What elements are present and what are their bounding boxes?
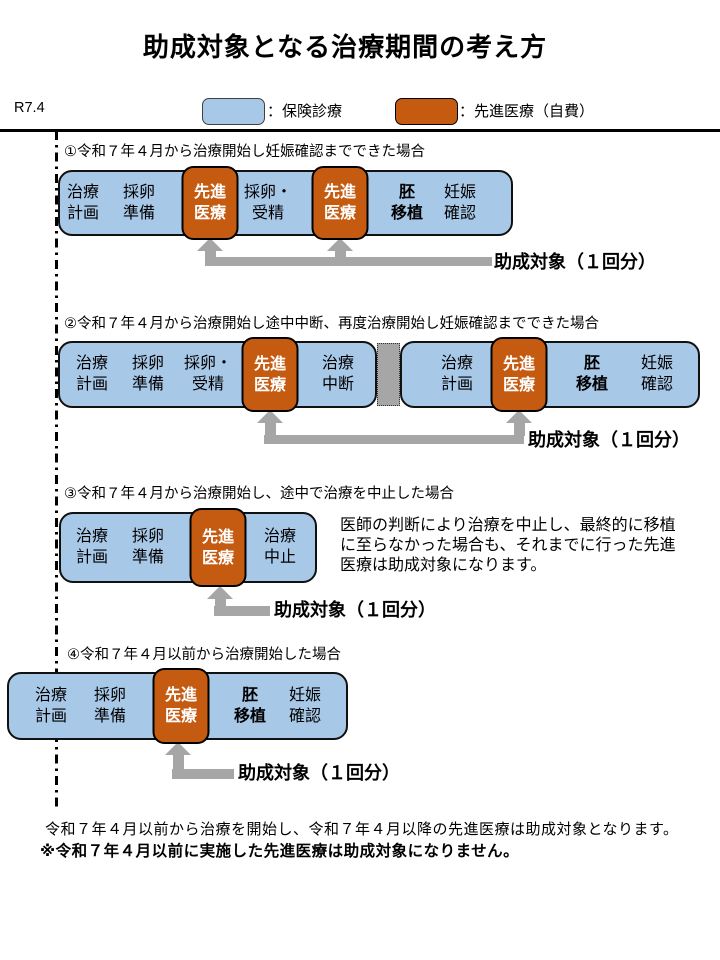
advanced-care-cell: 先進 医療 (490, 337, 548, 412)
subsidy-bar (205, 257, 492, 266)
subsidy-label: 助成対象（１回分） (528, 430, 690, 450)
case1-treatment-box (58, 170, 513, 236)
case2-treatment-box-1 (58, 341, 377, 408)
case2-treatment-box-2 (400, 341, 700, 408)
footer-note-1: 令和７年４月以前から治療を開始し、令和７年４月以降の先進医療は助成対象となります… (45, 821, 679, 838)
case1-label: ①令和７年４月から治療開始し妊娠確認までできた場合 (64, 144, 425, 160)
period-start-dashline (55, 131, 58, 810)
page-title: 助成対象となる治療期間の考え方 (142, 32, 548, 62)
advanced-care-cell: 先進 医療 (311, 166, 369, 240)
subsidy-arrow-icon (327, 238, 353, 258)
subsidy-arrow-icon (257, 410, 283, 436)
stage-cell: 治療 中止 (263, 528, 297, 566)
stage-cell: 妊娠 確認 (443, 184, 477, 222)
subsidy-bar (172, 769, 234, 779)
interruption-gap (377, 343, 400, 406)
stage-cell: 採卵 準備 (93, 687, 127, 725)
subsidy-arrow-icon (506, 410, 532, 436)
stage-cell: 胚 移植 (390, 184, 424, 222)
stage-cell: 採卵 準備 (122, 184, 156, 222)
stage-cell: 胚 移植 (575, 355, 609, 393)
subsidy-bar (264, 435, 524, 444)
version-label: R7.4 (14, 100, 45, 116)
subsidy-bar (214, 606, 270, 616)
stage-cell: 治療 計画 (440, 355, 474, 393)
footer-note-2: ※令和７年４月以前に実施した先進医療は助成対象になりません。 (40, 843, 520, 860)
stage-cell: 採卵・ 受精 (183, 355, 233, 393)
stage-cell: 妊娠 確認 (640, 355, 674, 393)
stage-cell: 治療 計画 (75, 355, 109, 393)
stage-cell: 妊娠 確認 (288, 687, 322, 725)
header-divider (0, 129, 720, 132)
advanced-care-cell: 先進 医療 (241, 337, 299, 412)
stage-cell: 採卵 準備 (131, 355, 165, 393)
case3-label: ③令和７年４月から治療開始し、途中で治療を中止した場合 (64, 486, 454, 502)
case4-label: ④令和７年４月以前から治療開始した場合 (67, 647, 341, 663)
subsidy-arrow-icon (165, 742, 191, 779)
legend-insurance-swatch (202, 98, 265, 125)
subsidy-label: 助成対象（１回分） (238, 763, 400, 783)
stage-cell: 治療 計画 (34, 687, 68, 725)
legend-insurance-label: ：保険診療 (267, 103, 343, 120)
legend-advanced-swatch (395, 98, 458, 125)
stage-cell: 治療 計画 (75, 528, 109, 566)
stage-cell: 採卵 準備 (131, 528, 165, 566)
advanced-care-cell: 先進 医療 (152, 668, 210, 744)
stage-cell: 治療 中断 (321, 355, 355, 393)
case3-treatment-box (59, 512, 317, 583)
case2-label: ②令和７年４月から治療開始し途中中断、再度治療開始し妊娠確認までできた場合 (64, 316, 599, 332)
stage-cell: 治療 計画 (66, 184, 100, 222)
subsidy-arrow-icon (197, 238, 223, 258)
subsidy-label: 助成対象（１回分） (274, 600, 436, 620)
advanced-care-cell: 先進 医療 (189, 508, 247, 587)
legend-advanced-label: ：先進医療（自費） (459, 103, 595, 120)
case3-note: 医師の判断により治療を中止し、最終的に移植 に至らなかった場合も、それまでに行っ… (340, 517, 676, 574)
stage-cell: 胚 移植 (233, 687, 267, 725)
advanced-care-cell: 先進 医療 (181, 166, 239, 240)
subsidy-label: 助成対象（１回分） (494, 252, 656, 272)
stage-cell: 採卵・ 受精 (243, 184, 293, 222)
